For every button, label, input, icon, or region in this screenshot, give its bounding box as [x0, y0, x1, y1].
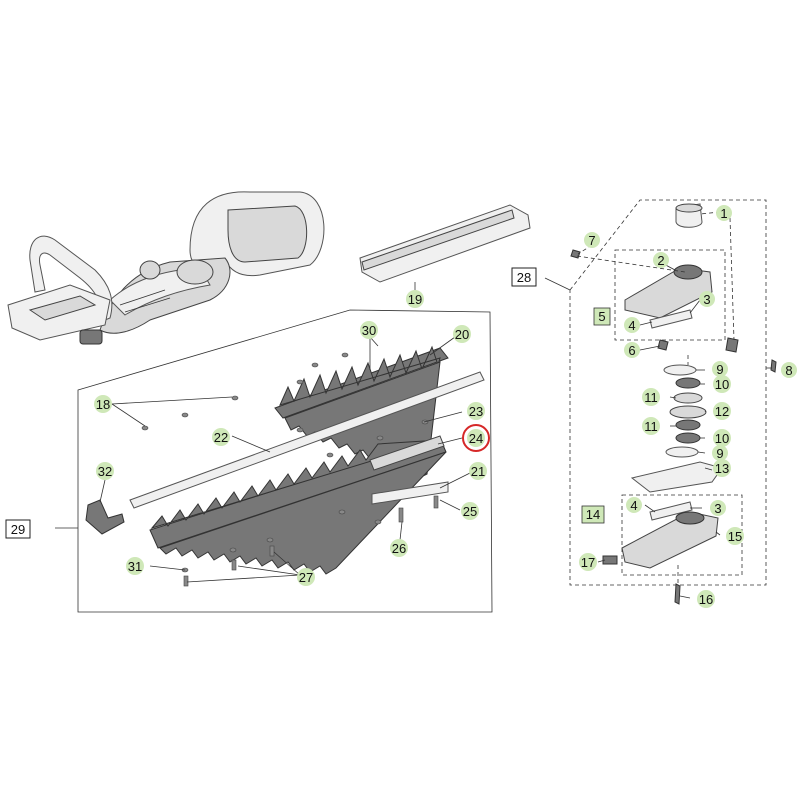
callout-21: 21	[471, 464, 485, 479]
callout-labels: 1 2 3 3 4 4 5 6 7 8 9 9 10 10 11 11 12 1…	[5, 205, 797, 608]
callout-19: 19	[408, 292, 422, 307]
gearbox-group	[569, 199, 777, 605]
callout-16: 16	[699, 592, 713, 607]
callout-5: 5	[598, 309, 605, 324]
highlight-ring	[462, 424, 490, 452]
callout-18: 18	[96, 397, 110, 412]
hedge-trimmer-body	[7, 191, 325, 345]
blade-assembly-group	[77, 309, 493, 613]
callout-1: 1	[720, 206, 727, 221]
callout-27: 27	[299, 570, 313, 585]
callout-32: 32	[98, 464, 112, 479]
callout-24: 24	[469, 431, 483, 446]
callout-28: 28	[517, 270, 531, 285]
callout-30: 30	[362, 323, 376, 338]
callout-7: 7	[588, 233, 595, 248]
callout-4-lower: 4	[630, 498, 637, 513]
callout-25: 25	[463, 504, 477, 519]
callout-2: 2	[657, 253, 664, 268]
callout-12: 12	[715, 404, 729, 419]
callout-11-lower: 11	[644, 419, 658, 434]
callout-31: 31	[128, 559, 142, 574]
leader-lines	[55, 211, 772, 599]
callout-23: 23	[469, 404, 483, 419]
rivets	[141, 352, 439, 587]
callout-17: 17	[581, 555, 595, 570]
callout-9-upper: 9	[716, 362, 723, 377]
callout-3-lower: 3	[714, 501, 721, 516]
callout-4-upper: 4	[628, 318, 635, 333]
callout-3-upper: 3	[703, 292, 710, 307]
callout-10-lower: 10	[715, 431, 729, 446]
callout-11-upper: 11	[644, 390, 658, 405]
callout-15: 15	[728, 529, 742, 544]
callout-22: 22	[214, 430, 228, 445]
callout-26: 26	[392, 541, 406, 556]
callout-8: 8	[785, 363, 792, 378]
callout-13: 13	[715, 461, 729, 476]
callout-6: 6	[628, 343, 635, 358]
callout-20: 20	[455, 327, 469, 342]
blade-cover	[359, 204, 531, 292]
callout-14: 14	[586, 507, 600, 522]
callout-9-lower: 9	[716, 446, 723, 461]
callout-29: 29	[11, 522, 25, 537]
callout-10-upper: 10	[715, 377, 729, 392]
